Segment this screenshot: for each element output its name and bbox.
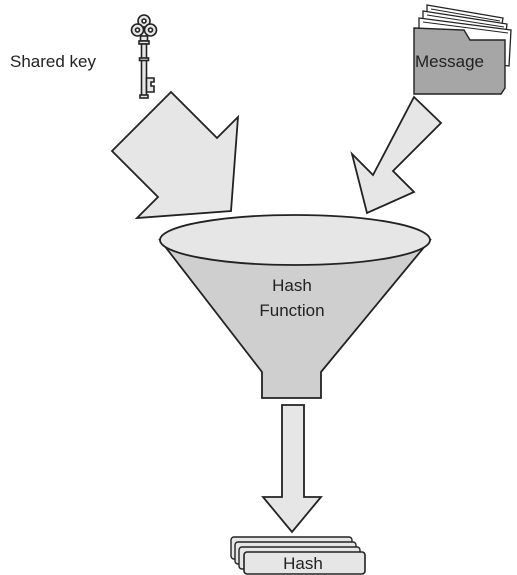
stacked-cards-icon [230,536,366,575]
hash-output-arrow [261,404,323,534]
message-label: Message [415,52,484,71]
hash-function-label-line1: Hash [272,276,312,295]
shared-key-label: Shared key [10,52,96,71]
hash-function-label-line2: Function [259,301,324,320]
funnel-icon [158,214,432,399]
document-stack-icon [413,4,512,95]
key-to-hash-arrow [110,90,240,220]
hash-label: Hash [283,554,323,573]
message-to-hash-arrow-shape [350,95,443,215]
key-icon [130,14,158,99]
